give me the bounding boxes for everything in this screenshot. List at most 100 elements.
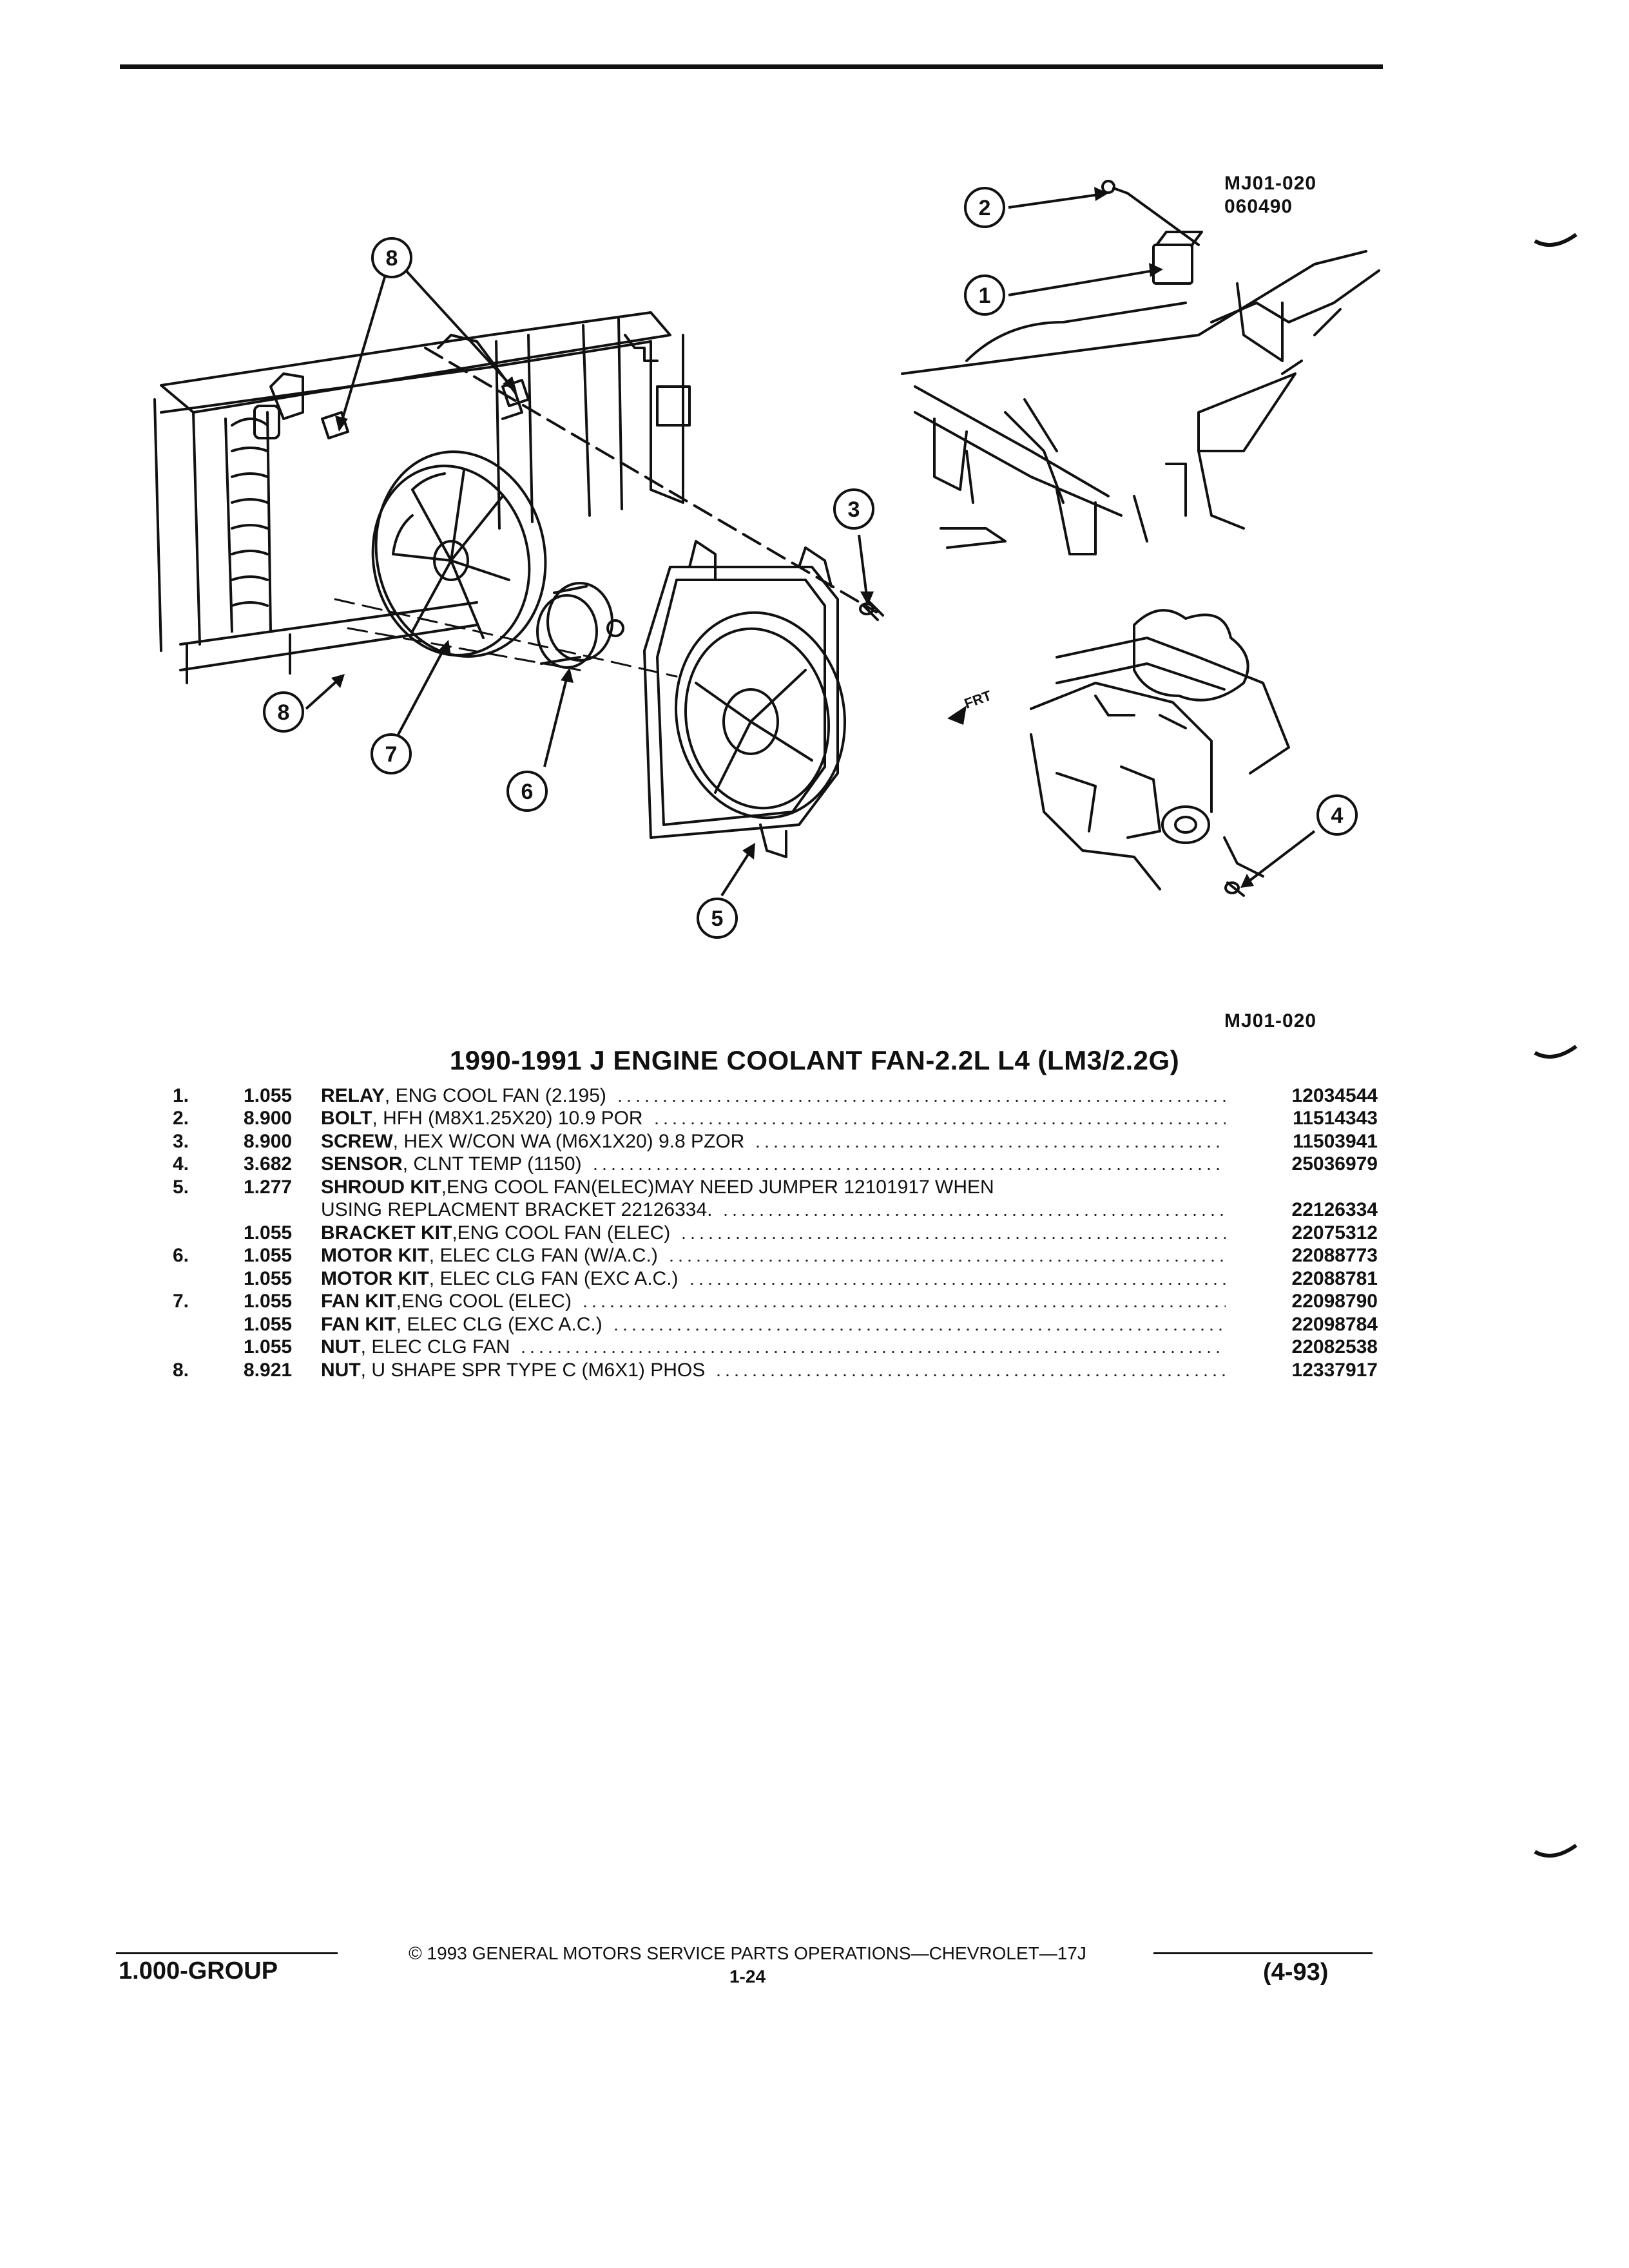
- front-arrow: FRT: [947, 687, 994, 725]
- part-description: BRACKET KIT,ENG COOL FAN (ELEC): [321, 1222, 1236, 1244]
- footer-group: 1.000-GROUP: [119, 1957, 278, 1984]
- callout-4-label: 4: [1331, 803, 1344, 828]
- illustration-code-top: MJ01-020: [1224, 173, 1317, 194]
- group-number: 1.055: [244, 1267, 293, 1289]
- callout-4: [1316, 794, 1358, 836]
- item-number: 8.: [173, 1359, 189, 1381]
- part-detail: , ELEC CLG FAN (W/A.C.): [429, 1245, 658, 1266]
- part-name: FAN KIT: [321, 1313, 396, 1335]
- callout-3-label: 3: [848, 497, 860, 522]
- dot-leader: [615, 1099, 1226, 1102]
- part-number: 22082538: [1291, 1336, 1378, 1358]
- part-number: 12337917: [1291, 1359, 1378, 1381]
- callout-6: [506, 771, 548, 812]
- part-name: NUT: [321, 1359, 361, 1381]
- group-number: 1.055: [244, 1291, 293, 1312]
- callout-1-label: 1: [979, 284, 991, 308]
- fan-blade-drawing: [371, 450, 547, 658]
- part-name: RELAY: [321, 1084, 385, 1106]
- callout-2: [964, 187, 1005, 228]
- margin-mark-3: [1534, 1843, 1577, 1858]
- part-name: NUT: [321, 1336, 361, 1358]
- part-number: 22126334: [1291, 1199, 1378, 1220]
- exploded-diagram: FRT 2 1 3: [153, 180, 1380, 939]
- dot-leader: [580, 1305, 1226, 1307]
- part-detail: , ELEC CLG (EXC A.C.): [396, 1313, 602, 1335]
- item-number: 7.: [173, 1291, 189, 1312]
- part-name: SHROUD KIT: [321, 1176, 441, 1198]
- group-number: 1.277: [244, 1176, 293, 1198]
- part-detail: , HEX W/CON WA (M6X1X20) 9.8 PZOR: [392, 1130, 745, 1152]
- parts-row: USING REPLACMENT BRACKET 22126334. 221263…: [173, 1198, 1378, 1222]
- item-number: 6.: [173, 1245, 189, 1266]
- dot-leader: [519, 1351, 1226, 1353]
- parts-row: 3. 8.900 SCREW, HEX W/CON WA (M6X1X20) 9.8…: [173, 1129, 1378, 1153]
- dot-leader: [714, 1374, 1226, 1376]
- footer-date: (4-93): [1263, 1959, 1329, 1986]
- callout-7: [371, 733, 412, 774]
- callout-8-bottom: [263, 691, 304, 733]
- group-number: 8.900: [244, 1130, 293, 1152]
- item-number: 2.: [173, 1108, 189, 1129]
- item-number: 4.: [173, 1153, 189, 1175]
- callout-7-label: 7: [385, 742, 398, 767]
- callout-2-label: 2: [979, 196, 991, 220]
- item-number: 3.: [173, 1130, 189, 1152]
- parts-row: 1.055 FAN KIT, ELEC CLG (EXC A.C.) 2209878…: [173, 1312, 1378, 1336]
- group-number: 3.682: [244, 1153, 293, 1175]
- part-description: BOLT, HFH (M8X1.25X20) 10.9 POR: [321, 1108, 1236, 1129]
- item-number: 1.: [173, 1084, 189, 1106]
- illustration-code-bottom: MJ01-020: [1224, 1010, 1317, 1032]
- part-description: USING REPLACMENT BRACKET 22126334.: [321, 1199, 1236, 1221]
- callout-1: [964, 274, 1005, 316]
- part-description: SHROUD KIT,ENG COOL FAN(ELEC)MAY NEED JU…: [321, 1177, 1236, 1198]
- part-number: 11503941: [1293, 1130, 1378, 1152]
- footer-rule-right: [1153, 1952, 1373, 1954]
- part-name: SENSOR: [321, 1153, 403, 1175]
- part-name: FAN KIT: [321, 1291, 396, 1312]
- part-description: SCREW, HEX W/CON WA (M6X1X20) 9.8 PZOR: [321, 1131, 1236, 1153]
- dot-leader: [687, 1282, 1226, 1285]
- dot-leader: [679, 1236, 1226, 1239]
- part-detail: , ELEC CLG FAN (EXC A.C.): [429, 1267, 679, 1289]
- part-description: SENSOR, CLNT TEMP (1150): [321, 1153, 1236, 1175]
- part-description: FAN KIT,ENG COOL (ELEC): [321, 1291, 1236, 1312]
- part-number: 22075312: [1291, 1222, 1378, 1244]
- footer-copyright: © 1993 GENERAL MOTORS SERVICE PARTS OPER…: [409, 1943, 1086, 1963]
- top-rule: [120, 64, 1383, 69]
- group-number: 1.055: [244, 1313, 293, 1335]
- group-number: 8.900: [244, 1108, 293, 1129]
- part-detail: USING REPLACMENT BRACKET 22126334.: [321, 1199, 713, 1220]
- part-description: NUT, U SHAPE SPR TYPE C (M6X1) PHOS: [321, 1360, 1236, 1381]
- part-name: MOTOR KIT: [321, 1267, 429, 1289]
- part-name: SCREW: [321, 1130, 393, 1152]
- dot-leader: [753, 1145, 1226, 1148]
- parts-row: 8. 8.921 NUT, U SHAPE SPR TYPE C (M6X1) PH…: [173, 1358, 1378, 1381]
- callout-8-top-label: 8: [386, 246, 398, 271]
- part-detail: ,ENG COOL FAN (ELEC): [452, 1222, 671, 1244]
- group-number: 8.921: [244, 1359, 293, 1381]
- part-number: 22098784: [1291, 1313, 1378, 1335]
- dot-leader: [721, 1214, 1226, 1216]
- margin-mark-2: [1534, 1044, 1577, 1059]
- callout-6-label: 6: [521, 780, 534, 804]
- part-detail: , CLNT TEMP (1150): [402, 1153, 582, 1175]
- frt-label: FRT: [962, 687, 994, 711]
- part-name: BRACKET KIT: [321, 1222, 452, 1244]
- callout-8-bottom-label: 8: [278, 700, 290, 725]
- group-number: 1.055: [244, 1336, 293, 1358]
- page-number: 1-24: [729, 1966, 766, 1986]
- leader-arrows: [305, 193, 1316, 897]
- part-name: BOLT: [321, 1108, 372, 1129]
- part-name: MOTOR KIT: [321, 1245, 429, 1266]
- callout-8-top: [371, 237, 412, 278]
- part-detail: , ENG COOL FAN (2.195): [384, 1084, 606, 1106]
- part-detail: ,ENG COOL FAN(ELEC)MAY NEED JUMPER 12101…: [441, 1176, 994, 1198]
